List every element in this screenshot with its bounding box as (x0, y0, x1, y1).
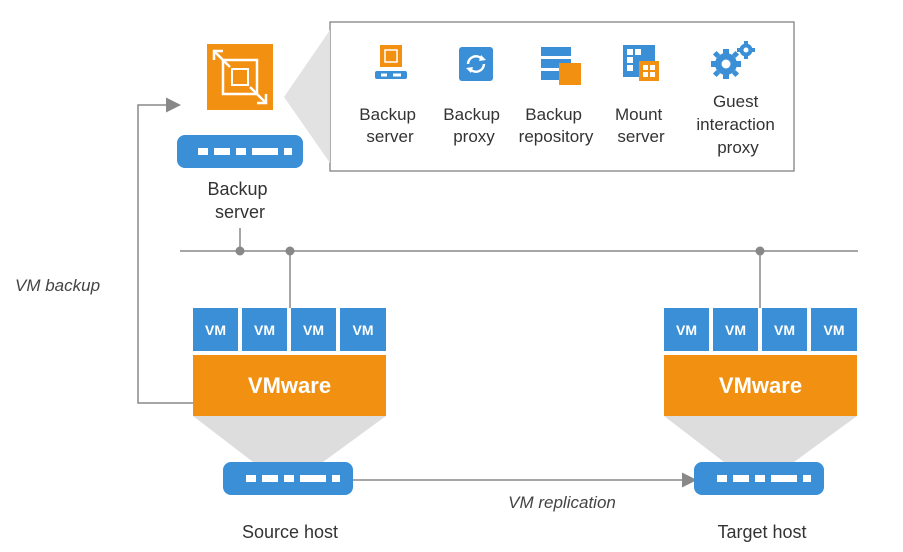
backup-server-icon (375, 45, 407, 79)
mount-server-icon (623, 45, 659, 81)
server-unit-icon (694, 462, 824, 495)
vm-tile: VM (340, 308, 386, 351)
vm-replication-label: VM replication (508, 493, 616, 512)
hypervisor-block (193, 355, 386, 416)
backup-server-logo-icon (207, 44, 273, 110)
target-host: VM VM VM VM VMware Target host (664, 308, 857, 542)
hypervisor-label: VMware (248, 373, 331, 398)
svg-text:VM: VM (676, 322, 697, 338)
legend-label-mount-server: Mount server (615, 105, 667, 146)
server-unit-icon (177, 135, 303, 168)
svg-text:VM: VM (725, 322, 746, 338)
vm-tile: VM (713, 308, 758, 351)
backup-repository-icon (541, 47, 581, 85)
backup-server-node: Backup server (177, 44, 303, 222)
svg-text:VM: VM (254, 322, 275, 338)
legend-panel: Backup server Backup proxy Backup reposi… (284, 21, 795, 172)
backup-server-label: Backup server (207, 179, 272, 222)
vm-tile: VM (664, 308, 709, 351)
target-host-label: Target host (717, 522, 806, 542)
network-bus (180, 228, 858, 308)
server-unit-icon (223, 462, 353, 495)
legend-label-backup-server: Backup server (359, 105, 420, 146)
vm-tile: VM (242, 308, 287, 351)
vm-tile: VM (762, 308, 807, 351)
vm-tile: VM (811, 308, 857, 351)
svg-text:VM: VM (774, 322, 795, 338)
legend-label-guest-interaction-proxy: Guest interaction proxy (696, 92, 779, 157)
source-host-label: Source host (242, 522, 338, 542)
vm-tile: VM (291, 308, 336, 351)
svg-text:VM: VM (353, 322, 374, 338)
legend-label-backup-proxy: Backup proxy (443, 105, 504, 146)
svg-text:VM: VM (303, 322, 324, 338)
vm-backup-label: VM backup (15, 276, 100, 295)
backup-proxy-icon (459, 47, 493, 81)
svg-text:VM: VM (824, 322, 845, 338)
vm-replication-flow: VM replication (353, 472, 697, 512)
svg-text:VM: VM (205, 322, 226, 338)
hypervisor-label: VMware (719, 373, 802, 398)
gears-icon (711, 41, 755, 79)
vm-backup-flow: VM backup (15, 97, 193, 404)
source-host: VM VM VM VM VMware Source host (193, 308, 386, 542)
vm-tile: VM (193, 308, 238, 351)
legend-label-backup-repository: Backup repository (519, 105, 594, 146)
hypervisor-block (664, 355, 857, 416)
